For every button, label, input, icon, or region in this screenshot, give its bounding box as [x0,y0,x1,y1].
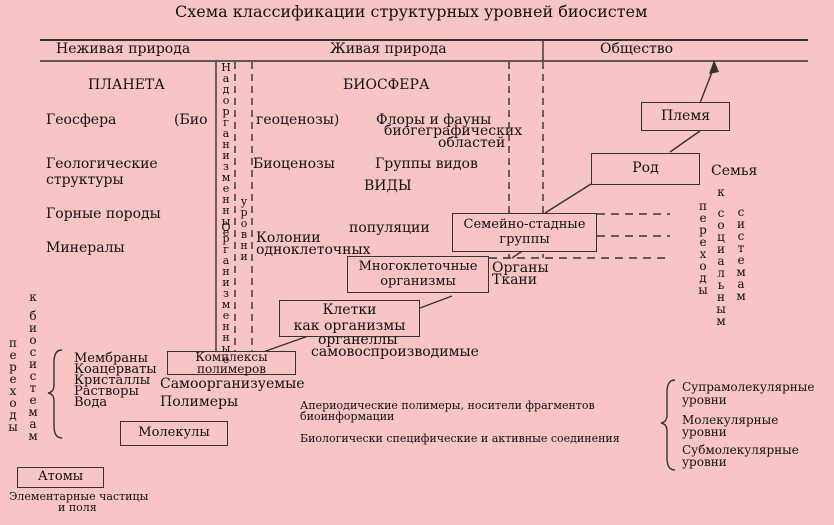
molecular-label-2: уровни [682,425,727,439]
herd-box: Семейно-стадные группы [452,213,597,252]
geocenoses-label: геоценозы) [256,112,340,128]
species-groups-label: Группы видов [375,156,478,172]
biosphere-label: БИОСФЕРА [343,77,430,93]
specific-compounds-label: Биологически специфические и активные со… [300,432,620,445]
submolecular-label-1: Субмолекулярные [682,443,799,457]
complexes-box: Комплексы полимеров [167,351,296,375]
transitions-right-col2: к [717,185,725,199]
multicell-box: Многоклеточные организмы [347,256,489,293]
header-society: Общество [600,41,674,57]
elementary-label-1: Элементарные частицы [9,490,149,503]
clan-box: Род [591,153,700,185]
geo-structures-label-1: Геологические [46,156,158,172]
solutions-label: Растворы [74,384,139,399]
tissues-label: Ткани [492,272,538,288]
colonies-label-1: Колонии [256,230,321,246]
biocenoses-label: Биоценозы [253,156,335,172]
organs-label: Органы [492,260,549,276]
cells-label-1: Клетки [322,302,377,319]
membranes-label: Мембраны [74,351,149,366]
planet-label: ПЛАНЕТА [88,77,165,93]
molecular-label-1: Молекулярные [682,413,779,427]
supramolecular-label-2: уровни [682,393,727,407]
header-nonliving: Неживая природа [56,41,191,57]
arrow-head [709,60,719,74]
submolecular-label-2: уровни [682,455,727,469]
page-title: Схема классификации структурных уровней … [175,2,648,21]
geo-structures-label-2: структуры [46,172,124,188]
multicell-label-1: Многоклеточные [358,259,478,275]
elementary-label-2: и поля [58,501,97,514]
transitions-left-col2: к [29,290,37,304]
species-label: ВИДЫ [364,178,412,194]
floras-label-1: Флоры и фауны [376,112,492,128]
header-living: Живая природа [330,41,447,57]
cells-box: Клетки как организмы [279,300,420,337]
atoms-label: Атомы [37,469,84,485]
selforg-label-1: Самоорганизуемые [160,376,305,392]
geosphere-label: Геосфера [46,112,117,128]
coacervates-label: Коацерваты [74,362,157,377]
organelles-label-2: самовоспроизводимые [311,344,479,360]
molecules-box: Молекулы [120,421,228,446]
multicell-label-2: организмы [380,273,456,289]
tribe-label: Племя [660,107,711,124]
atoms-box: Атомы [17,467,104,488]
right-brace [660,379,676,471]
herd-label-2: группы [499,231,550,247]
aperiodic-label-2: биоинформации [300,410,395,423]
left-brace [47,349,63,439]
tribe-box: Племя [641,102,730,131]
family-label: Семья [711,163,758,179]
floras-label-2: биогеграфических [384,123,523,139]
populations-label: популяции [349,220,430,236]
water-label: Вода [74,395,108,410]
clan-label: Род [632,160,659,177]
floras-label-3: областей [438,135,506,151]
molecules-label: Молекулы [138,425,210,441]
minerals-label: Минералы [46,240,125,256]
rocks-label: Горные породы [46,206,161,222]
colonies-label-2: одноклеточных [256,242,371,258]
selforg-label-2: Полимеры [160,394,239,410]
bio-prefix-label: (Био [174,112,208,128]
supramolecular-label-1: Супрамолекулярные [682,380,815,394]
cells-label-2: как организмы [293,317,406,334]
aperiodic-label-1: Апериодические полимеры, носители фрагме… [300,399,595,412]
herd-label-1: Семейно-стадные [463,217,586,233]
complexes-label-1: Комплексы [195,350,268,364]
crystals-label: Кристаллы [74,373,151,388]
complexes-label-2: полимеров [197,362,266,376]
